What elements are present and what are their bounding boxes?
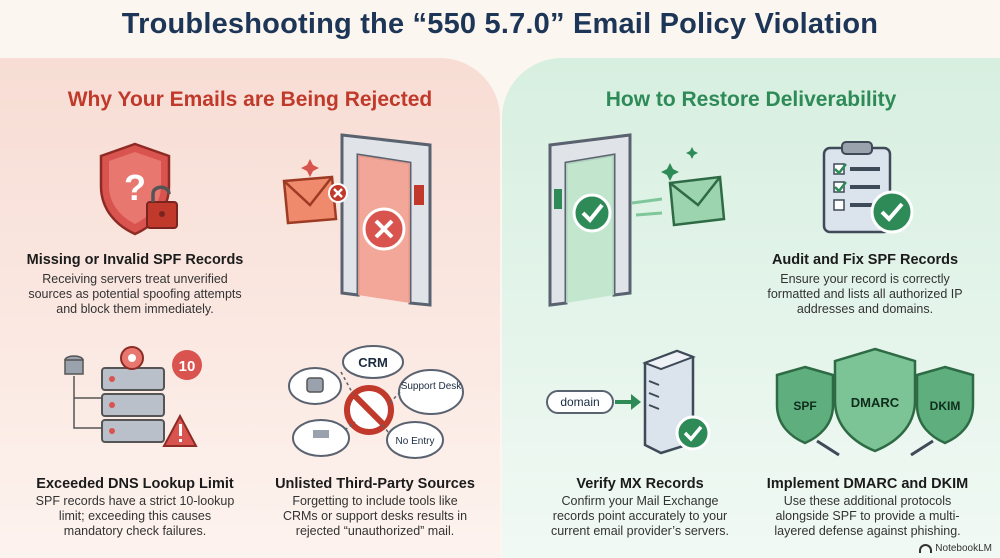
blocked-gateway-icon	[282, 133, 432, 307]
verify-mx-title: Verify MX Records	[576, 476, 704, 492]
dkim-shield-label: DKIM	[930, 399, 961, 413]
third-party-title: Unlisted Third-Party Sources	[275, 476, 475, 492]
left-panel	[0, 58, 500, 558]
support-desk-label: Support Desk	[401, 381, 463, 392]
domain-pill-label: domain	[560, 395, 599, 409]
protocol-shields-icon: SPF DKIM DMARC	[775, 347, 975, 457]
third-party-clouds-icon: CRM Support Desk No Entry	[288, 345, 464, 459]
restore-heading: How to Restore Deliverability	[605, 88, 897, 111]
spf-missing-title: Missing or Invalid SPF Records	[26, 252, 244, 268]
dns-server-icon: 10	[64, 346, 202, 447]
mx-server-icon: domain	[546, 349, 711, 455]
no-entry-label: No Entry	[396, 436, 435, 447]
checklist-clipboard-icon	[822, 141, 914, 234]
shield-lock-icon: ?	[99, 142, 178, 236]
lookup-count-badge: 10	[179, 358, 196, 375]
spf-shield-label: SPF	[793, 399, 816, 413]
notebooklm-brand-text: NotebookLM	[935, 543, 992, 554]
notebooklm-brand: NotebookLM	[919, 543, 992, 554]
svg-text:?: ?	[124, 167, 146, 208]
dmarc-dkim-title: Implement DMARC and DKIM	[766, 476, 969, 492]
dmarc-shield-label: DMARC	[851, 395, 900, 410]
approved-gateway-icon	[548, 133, 726, 307]
audit-spf-title: Audit and Fix SPF Records	[771, 252, 959, 268]
notebooklm-logo-icon	[919, 544, 933, 553]
rejected-heading: Why Your Emails are Being Rejected	[67, 88, 433, 111]
dns-limit-title: Exceeded DNS Lookup Limit	[36, 476, 234, 492]
crm-label: CRM	[358, 355, 388, 370]
page-title: Troubleshooting the “550 5.7.0” Email Po…	[121, 8, 879, 40]
